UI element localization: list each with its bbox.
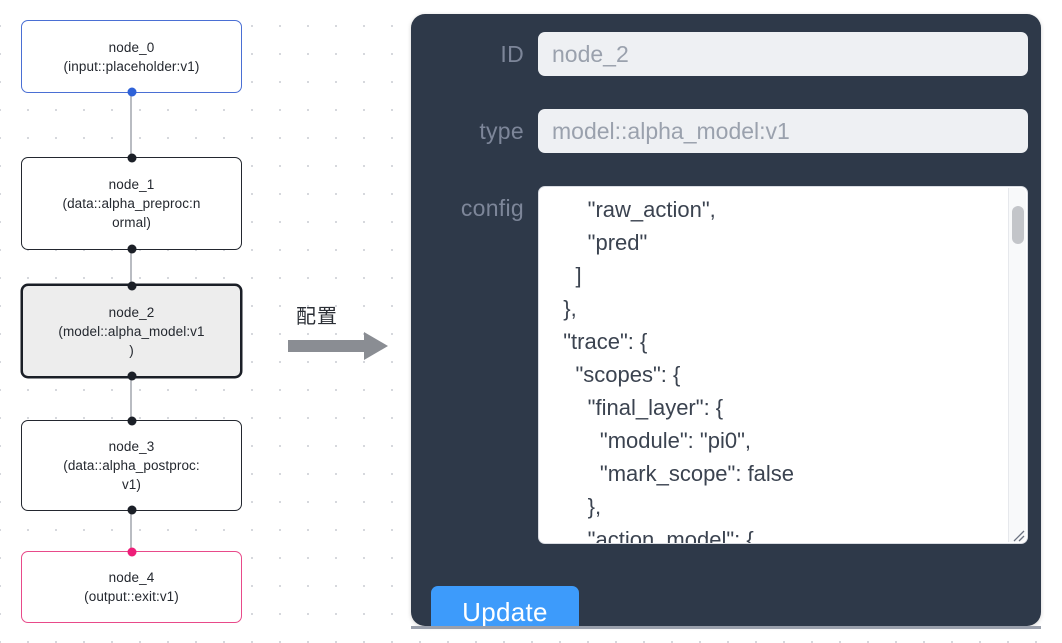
graph-node-node_3[interactable]: node_3 (data::alpha_postproc: v1) bbox=[21, 416, 242, 515]
resize-grip-icon[interactable] bbox=[1010, 527, 1025, 542]
id-field-label: ID bbox=[500, 41, 524, 67]
edge-node0-node1 bbox=[130, 93, 132, 157]
graph-node-node_1[interactable]: node_1 (data::alpha_preproc:n ormal) bbox=[21, 153, 242, 254]
node-title: node_4 bbox=[108, 570, 155, 585]
node-subtitle: (output::exit:v1) bbox=[84, 589, 179, 604]
graph-node-node_0[interactable]: node_0 (input::placeholder:v1) bbox=[21, 20, 242, 97]
node-title: node_0 bbox=[108, 39, 155, 55]
config-field-row: config "raw_action", "pred" ] }, "trace"… bbox=[411, 186, 1041, 544]
config-textarea-wrapper: "raw_action", "pred" ] }, "trace": { "sc… bbox=[538, 186, 1028, 544]
flow-arrow-annotation: 配置 bbox=[288, 300, 394, 362]
node-subtitle: (data::alpha_postproc: v1) bbox=[63, 458, 200, 492]
node-handle-source[interactable] bbox=[127, 244, 136, 254]
node-subtitle: (model::alpha_model:v1 ) bbox=[58, 323, 205, 358]
id-field-row: ID bbox=[411, 32, 1041, 76]
node-title: node_3 bbox=[108, 439, 155, 454]
node-handle-source[interactable] bbox=[127, 505, 136, 515]
node-handle-source[interactable] bbox=[127, 87, 136, 97]
flow-arrow-label: 配置 bbox=[296, 304, 338, 328]
node-handle-target[interactable] bbox=[127, 416, 136, 426]
type-input[interactable] bbox=[538, 109, 1028, 153]
node-title: node_1 bbox=[108, 177, 155, 192]
edge-node1-node2 bbox=[130, 250, 132, 284]
panel-bottom-edge bbox=[411, 626, 1041, 629]
type-field-label: type bbox=[479, 118, 524, 144]
graph-node-node_2[interactable]: node_2 (model::alpha_model:v1 ) bbox=[21, 281, 242, 381]
type-field-row: type bbox=[411, 109, 1041, 153]
node-handle-target[interactable] bbox=[127, 281, 136, 291]
config-textarea[interactable]: "raw_action", "pred" ] }, "trace": { "sc… bbox=[538, 186, 1028, 544]
node-handle-target[interactable] bbox=[127, 547, 136, 557]
id-input[interactable] bbox=[538, 32, 1028, 76]
update-button[interactable]: Update bbox=[431, 586, 579, 626]
edge-node3-node4 bbox=[130, 511, 132, 551]
config-textarea-scroll-thumb[interactable] bbox=[1012, 206, 1024, 244]
right-arrow-icon bbox=[288, 332, 388, 360]
node-handle-source[interactable] bbox=[127, 371, 136, 381]
node-config-panel: ID type config "raw_action", "pred" ] },… bbox=[411, 14, 1041, 626]
config-textarea-scrollbar[interactable] bbox=[1008, 188, 1026, 542]
graph-node-node_4[interactable]: node_4 (output::exit:v1) bbox=[21, 547, 242, 623]
node-subtitle: (input::placeholder:v1) bbox=[63, 58, 200, 74]
node-title: node_2 bbox=[108, 304, 155, 320]
node-subtitle: (data::alpha_preproc:n ormal) bbox=[62, 196, 201, 230]
config-field-label: config bbox=[460, 195, 524, 221]
node-handle-target[interactable] bbox=[127, 153, 136, 163]
edge-node2-node3 bbox=[130, 378, 132, 420]
